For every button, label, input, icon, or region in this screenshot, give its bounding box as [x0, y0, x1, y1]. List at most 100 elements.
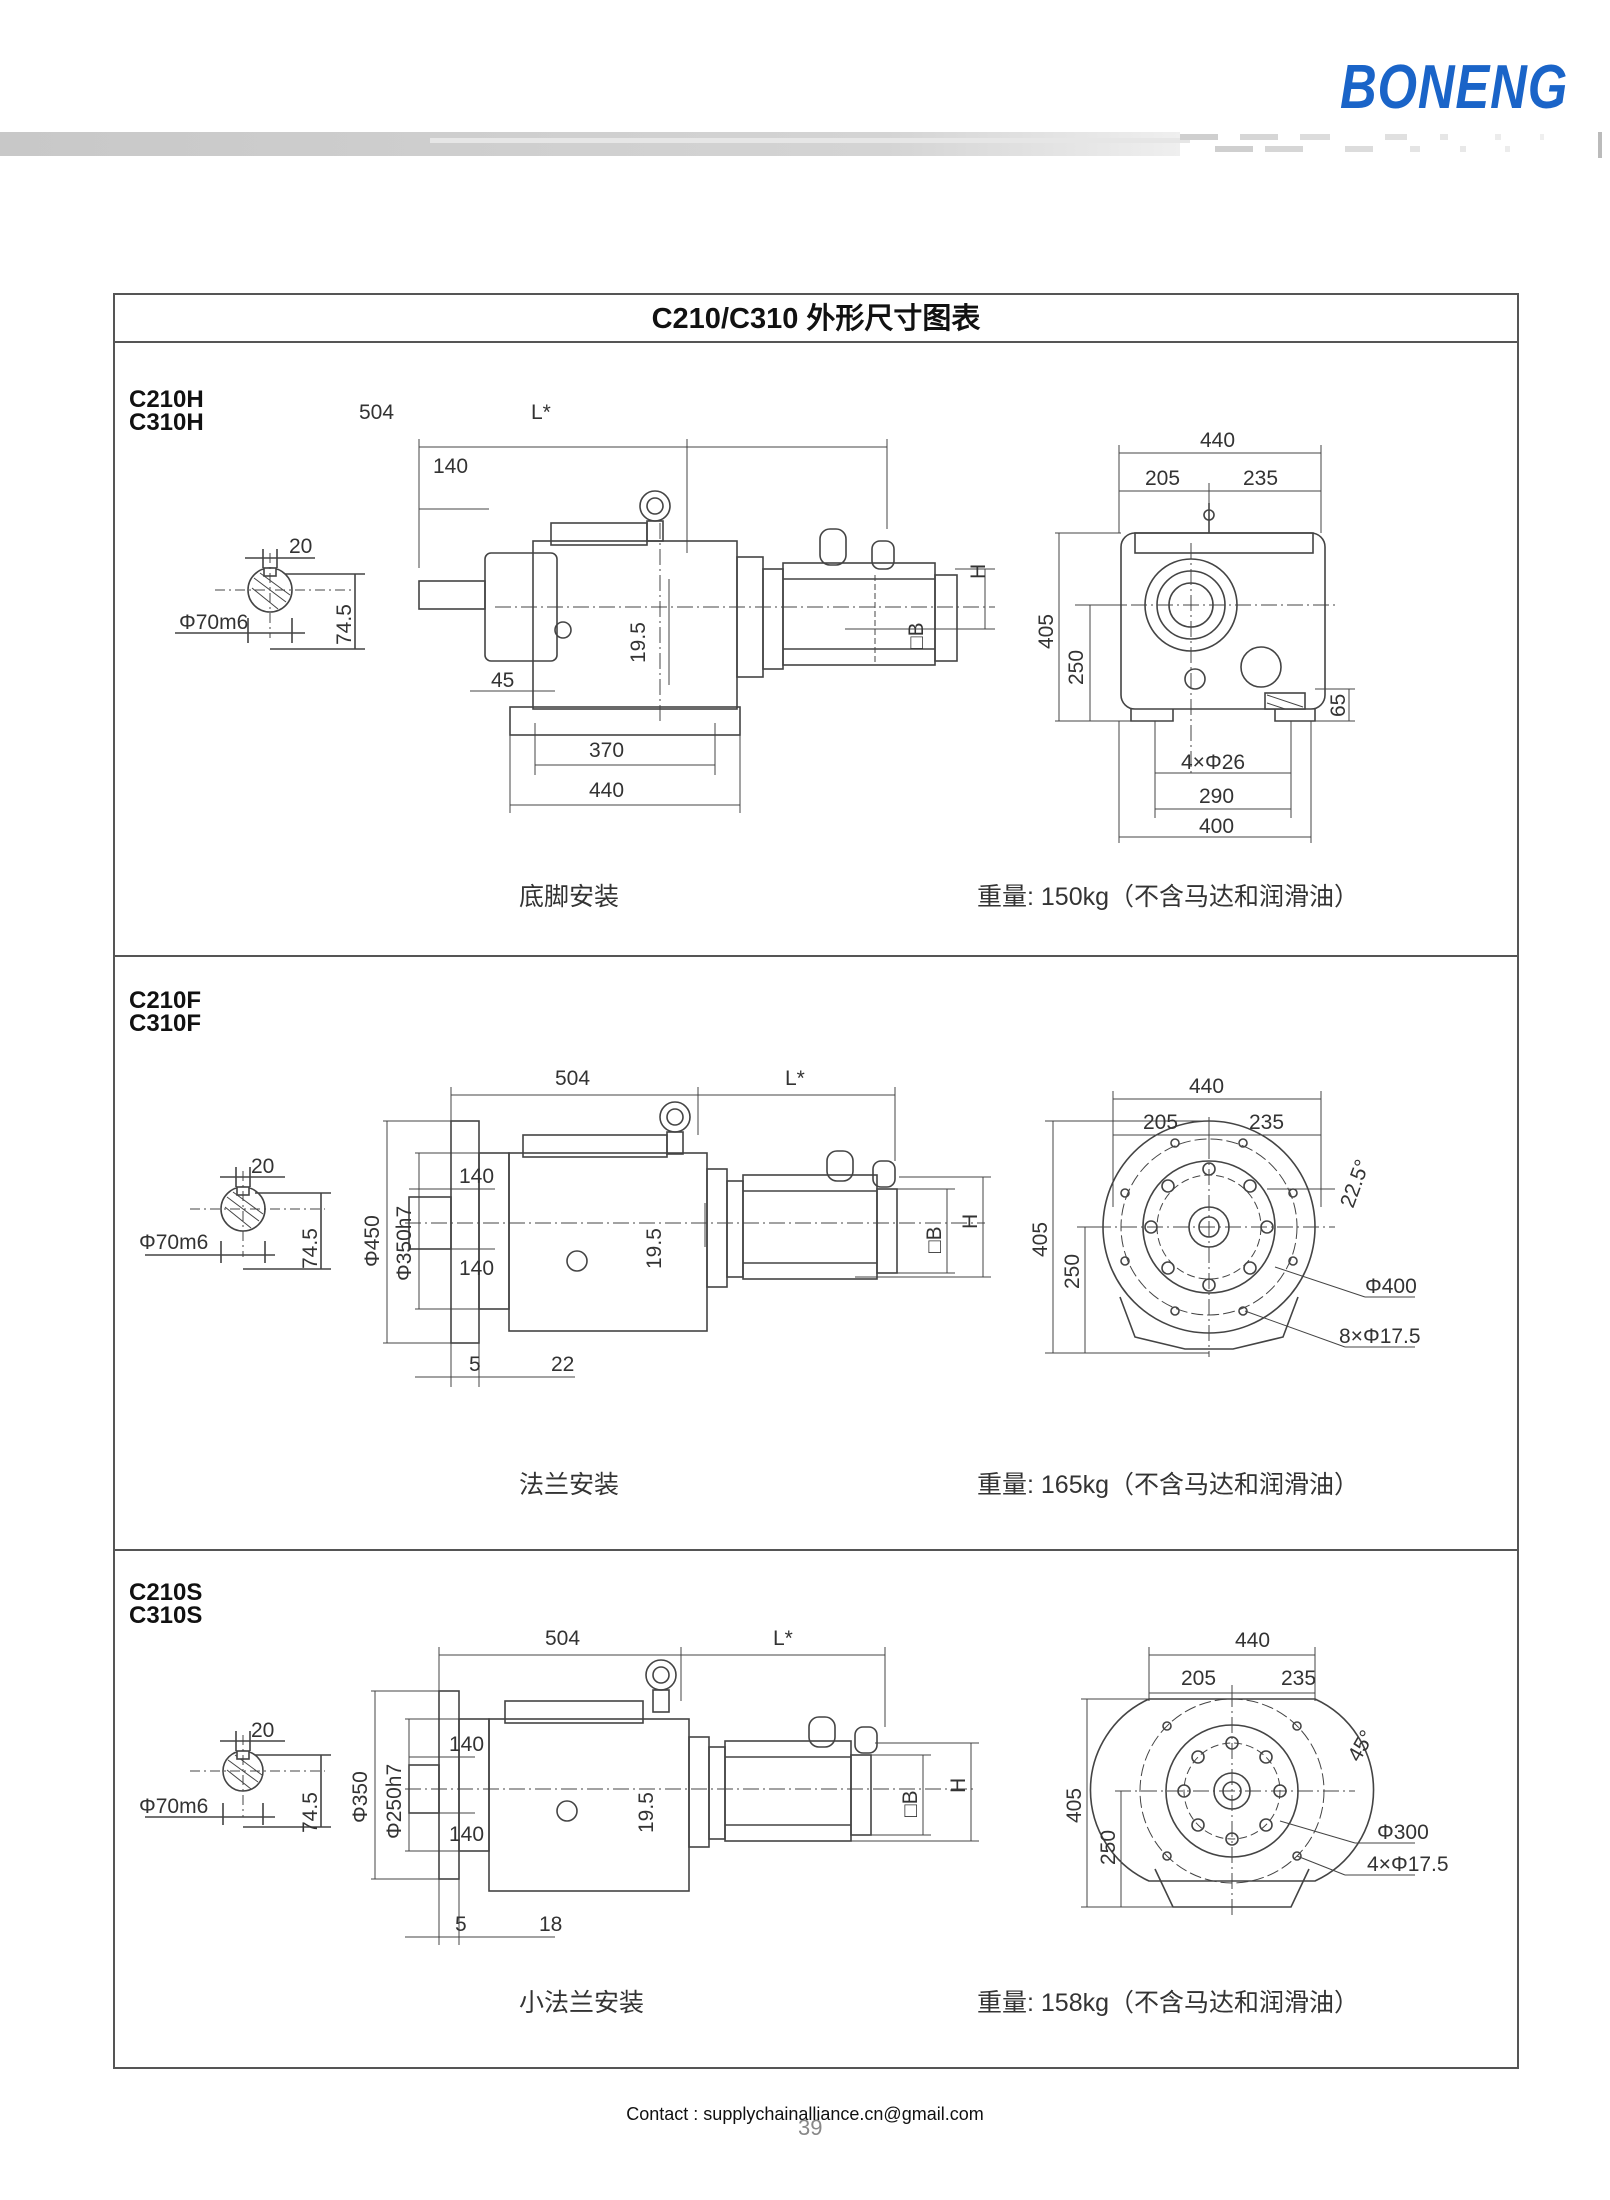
dim-spigot-diameter: Φ350h7: [393, 1206, 416, 1281]
model-label: C210H C310H: [129, 386, 204, 436]
dim-pitch-circle: Φ300: [1377, 1821, 1429, 1844]
dim-width-left: 205: [1143, 1111, 1178, 1134]
dim-width-left: 205: [1181, 1667, 1216, 1690]
dim-key-height: 74.5: [333, 604, 356, 645]
dim-gap-a: 5: [455, 1913, 467, 1936]
dim-gap-b: 18: [539, 1913, 562, 1936]
dim-width: 440: [1189, 1075, 1224, 1098]
dim-spigot-diameter: Φ250h7: [383, 1764, 406, 1839]
shaft-section-drawing: [175, 549, 365, 650]
section-flange-mount: C210F C310F: [115, 955, 1517, 1549]
dimension-lines-end: [1045, 1091, 1415, 1354]
dim-b: □B: [923, 1226, 946, 1253]
dim-center-offset: 19.5: [643, 1228, 666, 1269]
dim-flange-diameter: Φ350: [349, 1771, 372, 1823]
dim-shaft-length-top: 140: [449, 1733, 484, 1756]
drawing-foot-mount: [175, 439, 1355, 843]
dim-length: 504: [359, 401, 394, 424]
dim-key-width: 20: [289, 535, 312, 558]
dim-holes: 4×Φ17.5: [1367, 1853, 1449, 1876]
model-label: C210S C310S: [129, 1579, 203, 1629]
dim-h: H: [967, 564, 990, 579]
dim-width: 440: [1235, 1629, 1270, 1652]
shaft-section-drawing: [145, 1167, 331, 1270]
mount-caption: 小法兰安装: [519, 1989, 645, 2017]
dim-foot-spacing: 370: [589, 739, 624, 762]
model-label: C210F C310F: [129, 987, 202, 1037]
dim-width-right: 235: [1249, 1111, 1284, 1134]
shaft-section-drawing: [145, 1731, 331, 1828]
dimension-labels-foot: 504 L* 140 20 Φ70m6 74.5 45 19.5 370 440…: [179, 401, 1350, 838]
dim-motor-length: L*: [531, 401, 551, 424]
dim-base-spacing: 290: [1199, 785, 1234, 808]
dim-width: 440: [1200, 429, 1235, 452]
dim-shaft-diameter: Φ70m6: [139, 1795, 208, 1818]
dim-length: 504: [555, 1067, 590, 1090]
weight-note: 重量: 158kg（不含马达和润滑油）: [977, 1989, 1360, 2017]
dim-holes: 8×Φ17.5: [1339, 1325, 1421, 1348]
dim-width-right: 235: [1243, 467, 1278, 490]
gearbox-side-view: [405, 1101, 985, 1344]
dim-key-height: 74.5: [299, 1792, 322, 1833]
dimension-labels-small-flange: 504 L* 140 140 20 Φ70m6 74.5 Φ350 Φ250h7…: [139, 1627, 1449, 1936]
dim-b: □B: [899, 1790, 922, 1817]
dim-length: 504: [545, 1627, 580, 1650]
page-number: 39: [798, 2115, 823, 2140]
dim-key-width: 20: [251, 1719, 274, 1742]
dimension-lines-end: [1055, 445, 1355, 843]
mount-caption: 法兰安装: [519, 1471, 620, 1499]
page-title: C210/C310 外形尺寸图表: [115, 295, 1517, 343]
drawing-small-flange-mount: [145, 1647, 1415, 1945]
dim-motor-length: L*: [773, 1627, 793, 1650]
gearbox-end-view: [1105, 503, 1335, 773]
dimension-lines-side: [371, 1647, 979, 1945]
dim-height: 405: [1035, 614, 1058, 649]
dim-shaft-length-bottom: 140: [459, 1257, 494, 1280]
dim-gap-a: 5: [469, 1353, 481, 1376]
dim-base-width: 400: [1199, 815, 1234, 838]
dim-holes: 4×Φ26: [1181, 751, 1245, 774]
dimension-labels-flange: 504 L* 140 140 20 Φ70m6 74.5 Φ450 Φ350h7…: [139, 1067, 1421, 1376]
dim-height: 405: [1029, 1222, 1052, 1257]
gearbox-end-view: [1095, 1117, 1335, 1357]
dimension-table: C210/C310 外形尺寸图表 C210H C310H: [113, 293, 1519, 2069]
section-small-flange-mount: C210S C310S: [115, 1549, 1517, 2069]
dim-axis-height: 250: [1061, 1254, 1084, 1289]
dim-shaft-length: 140: [433, 455, 468, 478]
dim-h: H: [959, 1214, 982, 1229]
dim-shaft-length-top: 140: [459, 1165, 494, 1188]
dim-foot-offset: 45: [491, 669, 514, 692]
dim-b: □B: [905, 622, 928, 649]
dim-height: 405: [1063, 1788, 1086, 1823]
weight-note: 重量: 150kg（不含马达和润滑油）: [977, 883, 1360, 911]
dim-gap-b: 22: [551, 1353, 574, 1376]
dim-width-left: 205: [1145, 467, 1180, 490]
drawing-flange-mount: [145, 1087, 1415, 1387]
dimension-lines-side: [418, 439, 995, 813]
section-foot-mount: C210H C310H: [115, 343, 1517, 955]
dim-key-height: 74.5: [299, 1228, 322, 1269]
dim-center-offset: 19.5: [627, 622, 650, 663]
dim-foot-height: 65: [1327, 694, 1350, 717]
dim-flange-diameter: Φ450: [361, 1215, 384, 1267]
dim-shaft-diameter: Φ70m6: [139, 1231, 208, 1254]
dim-shaft-length-bottom: 140: [449, 1823, 484, 1846]
dim-motor-length: L*: [785, 1067, 805, 1090]
dim-axis-height: 250: [1065, 650, 1088, 685]
dim-pitch-circle: Φ400: [1365, 1275, 1417, 1298]
dim-key-width: 20: [251, 1155, 274, 1178]
mount-caption: 底脚安装: [519, 883, 620, 911]
dimension-lines-end: [1081, 1647, 1415, 1908]
dim-shaft-diameter: Φ70m6: [179, 611, 248, 634]
contact-line: Contact : supplychainalliance.cn@gmail.c…: [626, 2104, 984, 2124]
dim-angle: 45°: [1343, 1726, 1379, 1765]
brand-logo: BONENG: [1340, 53, 1569, 122]
dim-width-right: 235: [1281, 1667, 1316, 1690]
weight-note: 重量: 165kg（不含马达和润滑油）: [977, 1471, 1360, 1499]
dimension-lines-side: [383, 1087, 991, 1387]
dim-center-offset: 19.5: [635, 1792, 658, 1833]
dim-axis-height: 250: [1097, 1830, 1120, 1865]
header-band: [0, 132, 1602, 158]
dim-h: H: [947, 1778, 970, 1793]
dim-foot-length: 440: [589, 779, 624, 802]
